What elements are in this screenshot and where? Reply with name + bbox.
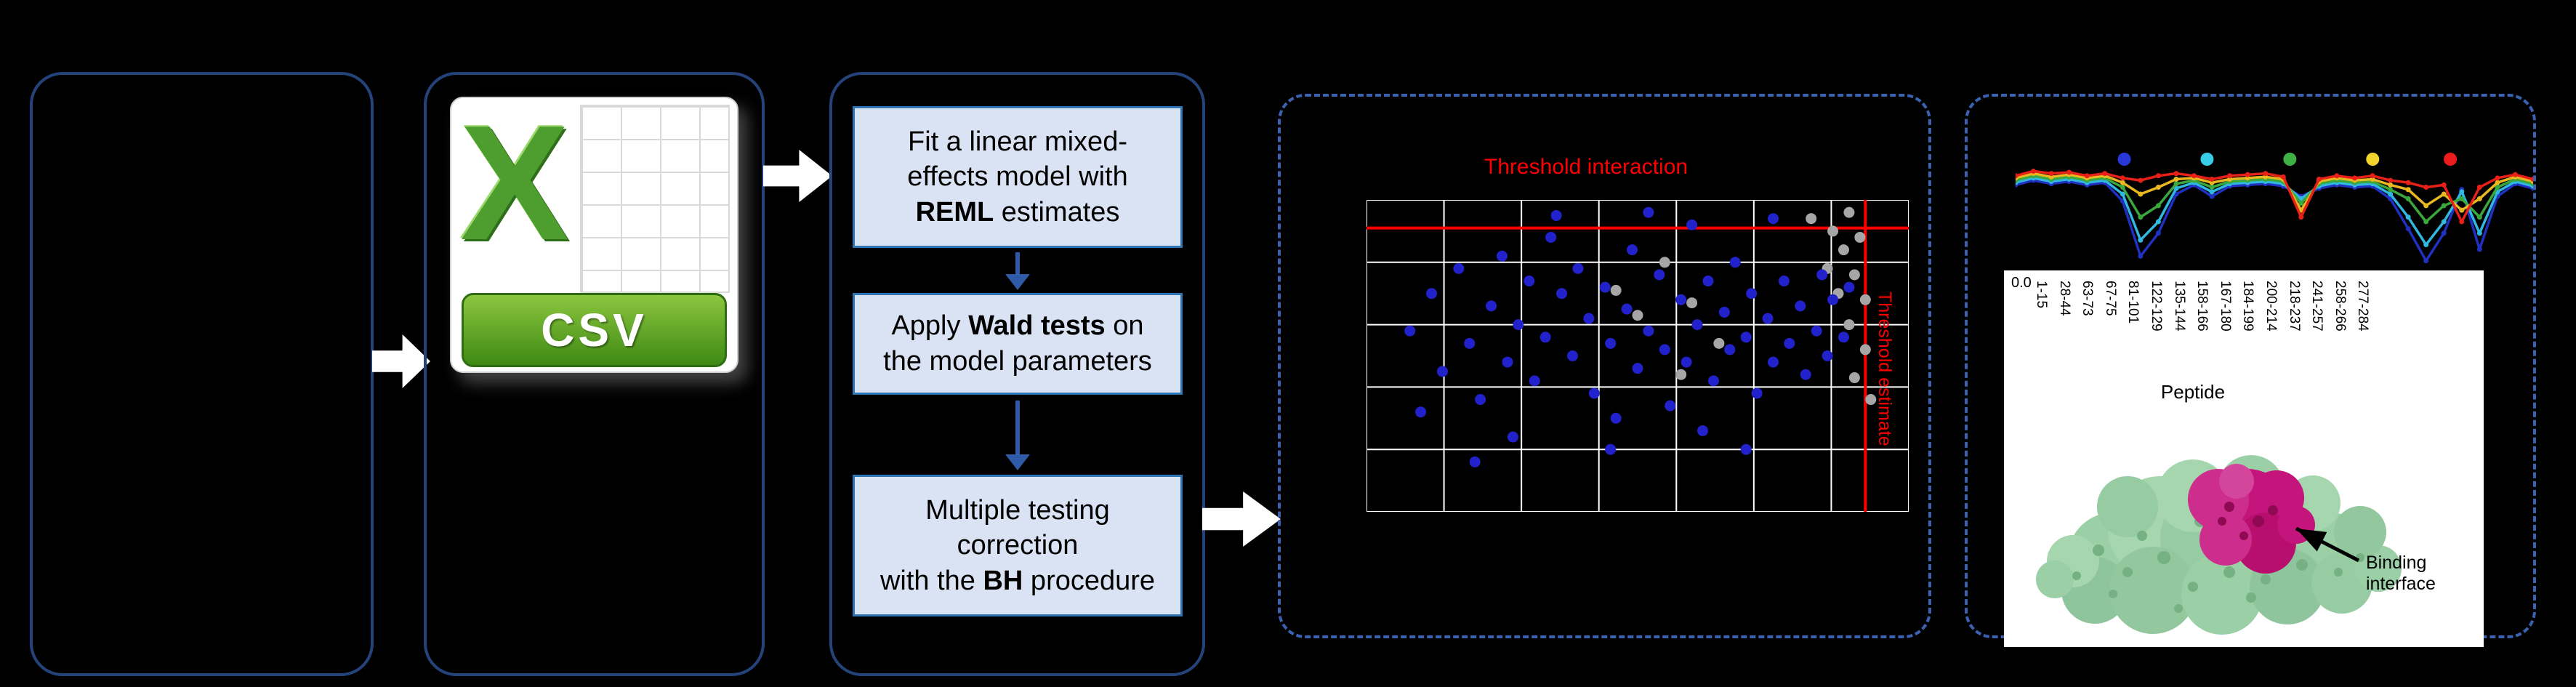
scatter-title: Threshold interaction [1484, 155, 1689, 179]
peptide-tick-labels: 1-15 28-44 63-73 67-75 81-101 122-129 135-144 1… [2004, 270, 2484, 394]
peptide-tick-label: 277-284 [2355, 281, 2371, 332]
csv-panel: X CSV [424, 72, 765, 676]
annotation-arrow [2295, 526, 2360, 563]
peptide-tick-label: 135-144 [2171, 281, 2187, 332]
peptide-tick-label: 158-166 [2194, 281, 2210, 332]
binding-interface-label: Binding interface [2366, 553, 2436, 594]
peptide-tick-label: 63-73 [2080, 281, 2096, 316]
peptide-results-panel: 0.0 1-15 28-44 63-73 67-75 81-101 122-129 135-… [1965, 94, 2536, 647]
scatter-right-axis-label: Threshold estimate [1875, 292, 1895, 446]
scatter-results-panel: Threshold interaction Threshold estimate [1278, 94, 1931, 638]
peptide-tick-label: 167-180 [2217, 281, 2233, 332]
excel-x-logo: X [460, 91, 570, 274]
right-arrow-icon [372, 334, 430, 388]
peptide-tick-label: 241-257 [2309, 281, 2325, 332]
peptide-profile-chart [2016, 153, 2533, 264]
scatter-plot [1367, 200, 1909, 512]
peptide-tick-label: 81-101 [2125, 281, 2141, 324]
csv-banner-label: CSV [461, 293, 728, 367]
spreadsheet-grid [579, 105, 730, 293]
peptide-tick-label: 200-214 [2263, 281, 2279, 332]
workflow-step-wald: Apply Wald tests on the model parameters [853, 293, 1183, 395]
workflow-panel: Fit a linear mixed- effects model with R… [829, 72, 1205, 676]
peptide-tick-label: 1-15 [2034, 281, 2049, 309]
peptide-tick-label: 122-129 [2149, 281, 2164, 332]
workflow-step-text: Apply Wald tests on the model parameters [883, 310, 1152, 377]
workflow-step-bh: Multiple testing correction with the BH … [853, 475, 1183, 616]
input-panel [30, 72, 374, 676]
peptide-axis-title: Peptide [2160, 381, 2226, 403]
right-arrow-icon [1202, 491, 1281, 547]
csv-file-icon: X CSV [450, 97, 738, 373]
workflow-step-reml: Fit a linear mixed- effects model with R… [853, 106, 1183, 248]
peptide-tick-label: 218-237 [2286, 281, 2302, 332]
peptide-tick-label: 184-199 [2240, 281, 2256, 332]
protein-structure [2036, 455, 2402, 635]
workflow-step-text: Multiple testing correction with the BH … [880, 494, 1156, 596]
peptide-tick-label: 28-44 [2056, 281, 2072, 316]
peptide-axis-block: 0.0 1-15 28-44 63-73 67-75 81-101 122-129 135-… [2004, 270, 2484, 647]
peptide-tick-label: 67-75 [2102, 281, 2118, 316]
down-arrow-icon [1005, 401, 1030, 470]
peptide-tick-label: 258-266 [2332, 281, 2348, 332]
workflow-step-text: Fit a linear mixed- effects model with R… [907, 126, 1128, 228]
right-arrow-icon [763, 150, 832, 202]
binding-site-surface [2188, 464, 2315, 574]
y-axis-tick: 0.0 [2011, 275, 2032, 291]
down-arrow-icon [1005, 252, 1030, 290]
